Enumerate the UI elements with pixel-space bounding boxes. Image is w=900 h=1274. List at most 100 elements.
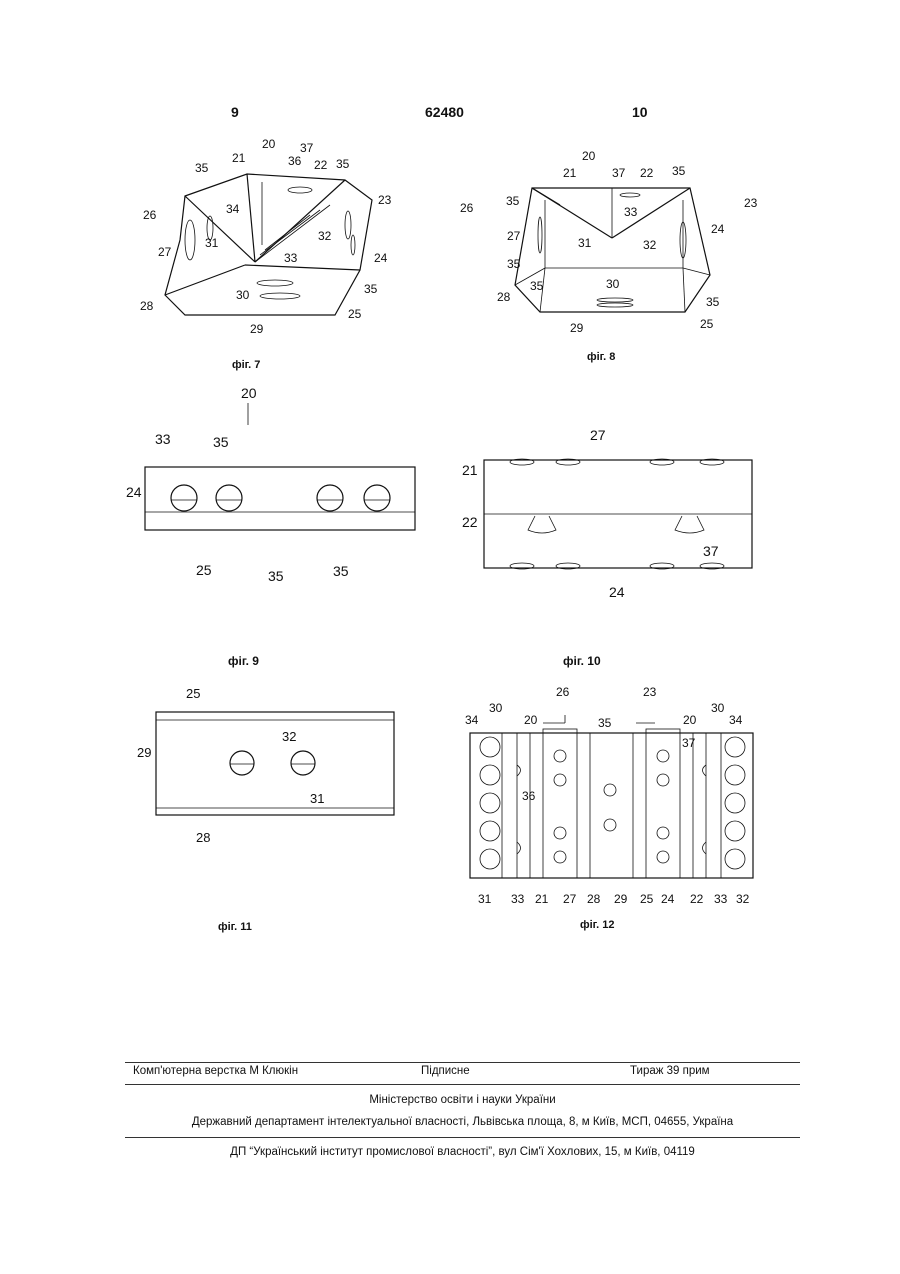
fig12-top-label: 35	[598, 716, 612, 730]
fig7-label: 20	[262, 137, 276, 151]
fig8-label: 35	[706, 295, 720, 309]
fig12-bottom-label: 22	[690, 892, 704, 906]
fig8-label: 35	[530, 279, 544, 293]
fig10-label: 37	[703, 543, 719, 559]
fig8-label: 33	[624, 205, 638, 219]
fig12-top-label: 37	[682, 736, 696, 750]
fig12-bottom-label: 25	[640, 892, 654, 906]
fig8-label: 30	[606, 277, 620, 291]
fig11-caption: фіг. 11	[218, 921, 252, 933]
fig12-top-label: 26	[556, 685, 570, 699]
fig11-label: 31	[310, 791, 324, 806]
fig12-bottom-label: 33	[511, 892, 525, 906]
fig9-label: 25	[196, 562, 212, 578]
figure-10: 27 21 22 37 24 фіг. 10	[462, 427, 752, 668]
footer-circulation: Тираж 39 прим	[630, 1065, 710, 1077]
fig8-label: 23	[744, 196, 758, 210]
fig8-label: 26	[460, 201, 474, 215]
fig7-label: 23	[378, 193, 392, 207]
figure-7: 20 21 22 35 35 36 37 23 26 34 31 32 33 2…	[140, 137, 392, 371]
fig12-top-label: 34	[729, 713, 743, 727]
footer-typesetting: Комп'ютерна верстка М Клюкін	[133, 1065, 298, 1077]
fig8-label: 32	[643, 238, 657, 252]
fig9-label: 24	[126, 484, 142, 500]
fig9-caption: фіг. 9	[228, 654, 259, 668]
fig8-label: 29	[570, 321, 584, 335]
fig12-bottom-label: 28	[587, 892, 601, 906]
fig8-caption: фіг. 8	[587, 351, 615, 363]
fig7-label: 37	[300, 141, 314, 155]
footer-rule-bottom	[125, 1137, 800, 1138]
fig10-label: 22	[462, 514, 478, 530]
fig11-label: 32	[282, 729, 296, 744]
fig7-label: 27	[158, 245, 172, 259]
fig10-label: 24	[609, 584, 625, 600]
fig8-label: 24	[711, 222, 725, 236]
figure-8: 20 21 37 22 35 35 33 23 26 27 31 32 24 3…	[460, 149, 758, 363]
figure-11: 25 32 29 31 28 фіг. 11	[137, 686, 394, 933]
footer-rule-middle	[125, 1084, 800, 1085]
fig11-label: 25	[186, 686, 200, 701]
fig8-label: 28	[497, 290, 511, 304]
fig12-bottom-label: 24	[661, 892, 675, 906]
fig7-label: 29	[250, 322, 264, 336]
fig12-bottom-label: 33	[714, 892, 728, 906]
fig8-label: 25	[700, 317, 714, 331]
footer-institute: ДП “Український інститут промислової вла…	[125, 1146, 800, 1158]
fig8-label: 21	[563, 166, 577, 180]
fig12-top-label: 20	[683, 713, 697, 727]
fig9-label: 33	[155, 431, 171, 447]
fig12-top-label: 34	[465, 713, 479, 727]
fig7-label: 35	[195, 161, 209, 175]
footer-department: Державний департамент інтелектуальної вл…	[125, 1116, 800, 1128]
fig7-label: 35	[364, 282, 378, 296]
fig7-label: 26	[143, 208, 157, 222]
fig12-top-label: 30	[711, 701, 725, 715]
figure-9: 20 33 35 24 25 35 35 фіг. 9	[126, 385, 415, 668]
fig7-label: 21	[232, 151, 246, 165]
fig10-caption: фіг. 10	[563, 654, 601, 668]
fig10-label: 21	[462, 462, 478, 478]
fig12-top-label: 36	[522, 789, 536, 803]
fig7-caption: фіг. 7	[232, 359, 260, 371]
fig12-bottom-label: 31	[478, 892, 492, 906]
fig12-bottom-label: 21	[535, 892, 549, 906]
figure-12: 26 23 34 30 20 35 20 30 34 37 36 31 33 2…	[465, 685, 753, 931]
fig12-top-label: 20	[524, 713, 538, 727]
fig9-label: 20	[241, 385, 257, 401]
fig7-label: 24	[374, 251, 388, 265]
fig12-bottom-label: 32	[736, 892, 750, 906]
fig7-label: 34	[226, 202, 240, 216]
fig7-label: 31	[205, 236, 219, 250]
fig8-label: 35	[507, 257, 521, 271]
fig8-label: 20	[582, 149, 596, 163]
fig9-label: 35	[333, 563, 349, 579]
fig7-label: 36	[288, 154, 302, 168]
fig12-caption: фіг. 12	[580, 919, 615, 931]
fig7-label: 28	[140, 299, 154, 313]
footer-rule-top	[125, 1062, 800, 1063]
fig9-label: 35	[213, 434, 229, 450]
fig7-label: 22	[314, 158, 328, 172]
fig8-label: 35	[506, 194, 520, 208]
footer-signed: Підписне	[421, 1065, 470, 1077]
fig11-label: 29	[137, 745, 151, 760]
fig7-label: 25	[348, 307, 362, 321]
fig7-label: 32	[318, 229, 332, 243]
fig8-label: 37	[612, 166, 626, 180]
fig8-label: 31	[578, 236, 592, 250]
fig7-label: 30	[236, 288, 250, 302]
fig10-label: 27	[590, 427, 606, 443]
fig8-label: 35	[672, 164, 686, 178]
fig7-label: 35	[336, 157, 350, 171]
fig12-top-label: 23	[643, 685, 657, 699]
fig7-label: 33	[284, 251, 298, 265]
fig12-top-label: 30	[489, 701, 503, 715]
fig9-label: 35	[268, 568, 284, 584]
fig8-label: 22	[640, 166, 654, 180]
footer-ministry: Міністерство освіти і науки України	[125, 1094, 800, 1106]
fig8-label: 27	[507, 229, 521, 243]
fig11-label: 28	[196, 830, 210, 845]
fig12-bottom-label: 27	[563, 892, 577, 906]
